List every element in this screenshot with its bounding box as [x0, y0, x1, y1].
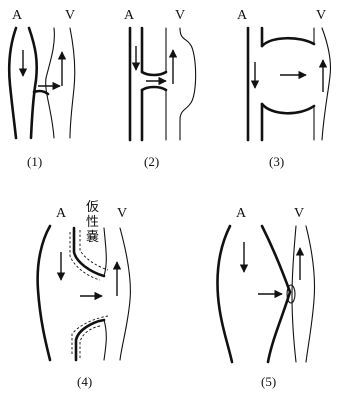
panel-3: A V (3): [237, 8, 331, 169]
vein-outer-wall: [120, 228, 130, 360]
sac-lower-wall: [262, 104, 314, 113]
fistula-wall: [34, 91, 48, 94]
panel-caption: (5): [261, 374, 276, 389]
panel-caption: (4): [77, 374, 92, 389]
vein-inner-wall: [46, 28, 55, 138]
artery-outer-wall: [218, 226, 233, 362]
vein-label: V: [117, 206, 127, 221]
artery-outer-wall: [9, 28, 16, 138]
vein-label: V: [65, 8, 75, 23]
panel-1: A V (1): [9, 8, 75, 169]
artery-label: A: [124, 8, 135, 23]
vein-label: V: [294, 206, 304, 221]
artery-label: A: [236, 206, 247, 221]
artery-label: A: [12, 8, 23, 23]
vein-label: V: [316, 8, 326, 23]
panel-caption: (1): [27, 154, 42, 169]
artery-outer-wall: [38, 226, 50, 360]
panel-4: A V 仮 性 嚢 (4): [38, 200, 131, 389]
vein-outer-wall: [70, 28, 75, 138]
panel-caption: (3): [269, 154, 284, 169]
vein-outer-wall: [180, 28, 196, 140]
vein-inner-wall: [104, 228, 106, 360]
vein-outer-wall: [306, 226, 315, 362]
pseudoaneurysm-label-char-1: 仮: [86, 200, 99, 215]
artery-inner-wall: [29, 28, 37, 138]
panel-5: A V (5): [218, 206, 315, 389]
artery-label: A: [56, 206, 67, 221]
sac-upper-wall: [262, 38, 314, 46]
pseudoaneurysm-label-char-2: 性: [86, 215, 99, 230]
fistula-lower-wall: [142, 87, 166, 90]
fistula-upper-wall: [142, 72, 166, 75]
panel-2: A V (2): [124, 8, 196, 169]
vein-label: V: [175, 8, 185, 23]
panel-caption: (2): [144, 154, 159, 169]
pseudoaneurysm-label-char-3: 嚢: [86, 229, 99, 245]
artery-label: A: [237, 8, 248, 23]
